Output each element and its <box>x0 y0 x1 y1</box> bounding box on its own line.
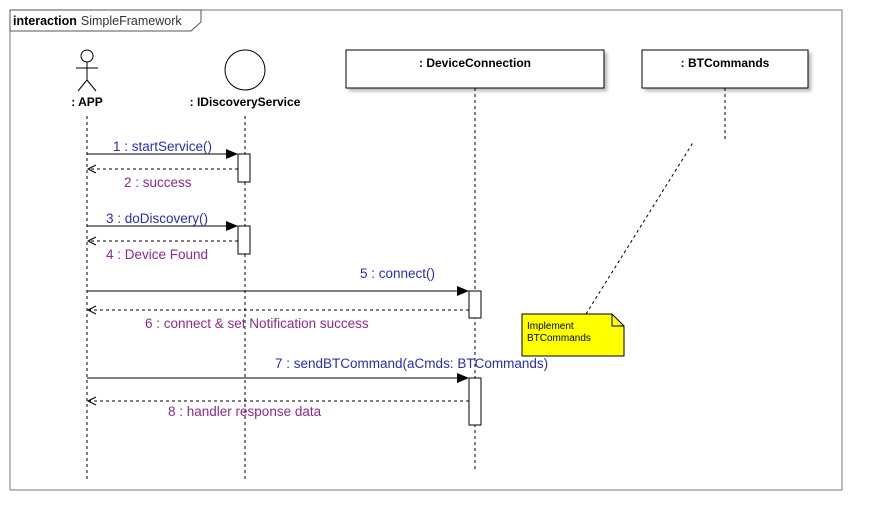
activation-discovery-1 <box>237 153 251 183</box>
frame-name: SimpleFramework <box>81 14 182 28</box>
activation-discovery-2 <box>237 225 251 255</box>
message-4-label: 4 : Device Found <box>106 247 208 262</box>
interaction-frame <box>9 9 843 491</box>
note-line-1: Implement <box>527 321 574 332</box>
note-line-2: BTCommands <box>527 333 591 344</box>
message-2-label: 2 : success <box>124 175 192 190</box>
message-5[interactable]: 5 : connect() <box>87 266 469 296</box>
message-1[interactable]: 1 : startService() <box>87 139 238 159</box>
note-implement-btcommands[interactable]: Implement BTCommands <box>521 313 625 357</box>
message-6-label: 6 : connect & set Notification success <box>145 316 369 331</box>
actor-icon <box>76 49 98 92</box>
message-2-arrowhead <box>86 164 97 174</box>
message-6[interactable]: 6 : connect & set Notification success <box>86 305 469 331</box>
message-1-arrowhead <box>226 149 238 159</box>
message-3-arrowhead <box>226 221 238 231</box>
message-2[interactable]: 2 : success <box>86 164 238 190</box>
message-7-label: 7 : sendBTCommand(aCmds: BTCommands) <box>275 356 548 371</box>
message-4-arrowhead <box>86 236 97 246</box>
message-3-label: 3 : doDiscovery() <box>106 211 208 226</box>
activation-device-2 <box>468 377 482 426</box>
message-7[interactable]: 7 : sendBTCommand(aCmds: BTCommands) <box>87 356 548 383</box>
frame-title: interaction SimpleFramework <box>13 14 182 28</box>
message-6-arrowhead <box>86 305 97 315</box>
note-fold <box>611 314 624 327</box>
message-4[interactable]: 4 : Device Found <box>86 236 238 262</box>
note-connector <box>585 140 695 315</box>
message-5-label: 5 : connect() <box>360 266 435 281</box>
device-connection-box <box>345 49 605 89</box>
participant-device-label: : DeviceConnection <box>419 56 531 70</box>
message-3[interactable]: 3 : doDiscovery() <box>87 211 238 231</box>
message-8-arrowhead <box>86 396 97 406</box>
message-1-label: 1 : startService() <box>113 139 212 154</box>
participant-discovery[interactable]: : IDiscoveryService <box>190 49 301 109</box>
message-8[interactable]: 8 : handler response data <box>86 396 469 419</box>
frame-title-tab <box>9 9 202 32</box>
message-7-arrowhead <box>457 373 469 383</box>
frame-keyword: interaction <box>13 14 77 28</box>
participant-app[interactable]: : APP <box>71 49 103 109</box>
participant-device-connection[interactable]: : DeviceConnection <box>345 49 605 89</box>
participant-discovery-label: : IDiscoveryService <box>190 95 301 109</box>
participant-bt-label: : BTCommands <box>681 56 770 70</box>
participant-bt-commands[interactable]: : BTCommands <box>641 49 809 89</box>
message-8-label: 8 : handler response data <box>168 404 322 419</box>
participant-app-label: : APP <box>71 95 103 109</box>
activation-device-1 <box>468 290 482 319</box>
message-5-arrowhead <box>457 286 469 296</box>
interface-circle-icon <box>224 49 266 91</box>
note-shape <box>521 313 625 357</box>
